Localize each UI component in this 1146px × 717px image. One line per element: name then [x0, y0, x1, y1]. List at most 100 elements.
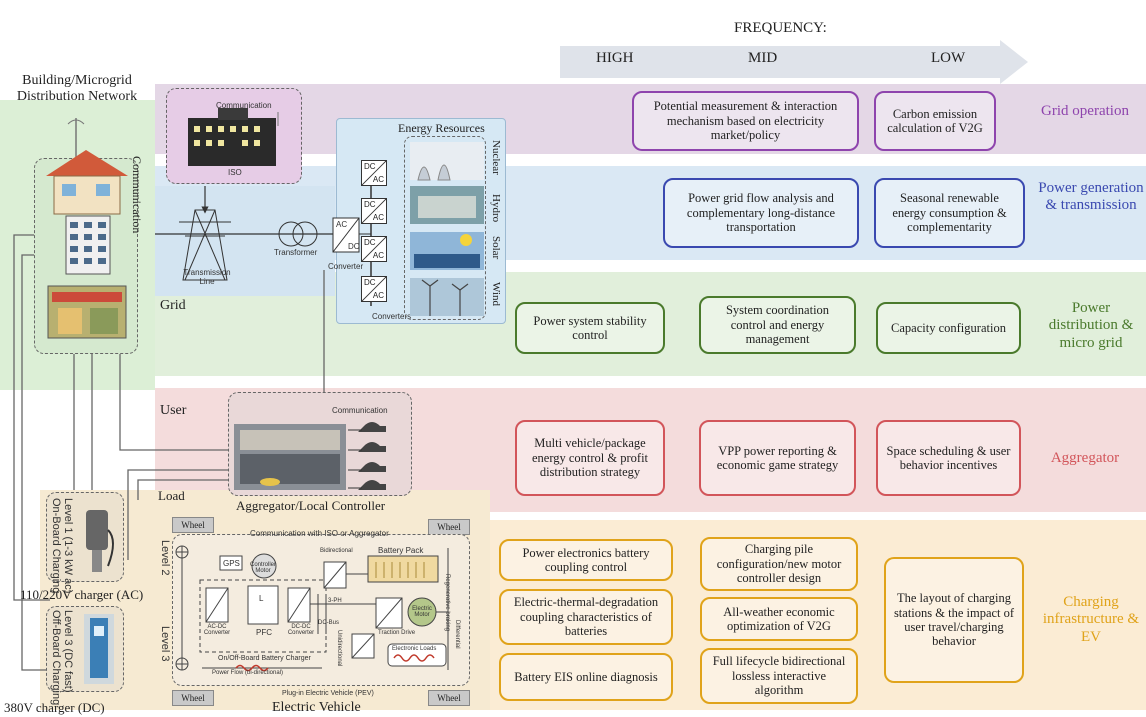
- band-grid-operation: [155, 84, 1146, 154]
- building-icons: [46, 118, 128, 339]
- electric-vehicle-label: Electric Vehicle: [272, 700, 361, 715]
- wheel-bottom-right: Wheel: [428, 690, 470, 706]
- electronic-loads-label: Electronic Loads: [392, 646, 437, 652]
- dc-bus-label: DC-Bus: [318, 620, 340, 626]
- label-solar: Solar: [490, 236, 502, 260]
- frequency-title: FREQUENCY:: [734, 20, 827, 36]
- label-load: Load: [158, 488, 185, 503]
- bidirectional-label: Bidirectional: [320, 548, 353, 554]
- box-ev-2: Electric-thermal-degradation coupling ch…: [499, 589, 673, 645]
- traction-drive-label: Traction Drive: [378, 630, 416, 636]
- ac-label: AC: [372, 251, 384, 260]
- label-charging: Charging infrastructure & EV: [1042, 594, 1140, 645]
- dc-ac-converter-4: DC AC: [361, 276, 387, 302]
- battery-pack-label: Battery Pack: [378, 546, 424, 555]
- dc-label: DC: [364, 238, 376, 247]
- on-off-board-charger-label: On/Off-Board Battery Charger: [218, 655, 311, 662]
- converter-ac: AC: [336, 220, 348, 229]
- ac-charger-icon: [86, 510, 114, 572]
- box-ev-3: Battery EIS online diagnosis: [499, 653, 673, 701]
- dc-ac-converter-2: DC AC: [361, 198, 387, 224]
- label-grid: Grid: [160, 298, 186, 313]
- box-ev-4: Charging pile configuration/new motor co…: [700, 537, 858, 591]
- diag-icon: [362, 277, 386, 301]
- box-agg-2: VPP power reporting & economic game stra…: [699, 420, 856, 496]
- on-board-charger-box: [46, 492, 124, 582]
- iso-building-icon: [188, 108, 279, 166]
- box-gen-1: Power grid flow analysis and complementa…: [663, 178, 859, 248]
- box-gen-2: Seasonal renewable energy consumption & …: [874, 178, 1025, 248]
- box-agg-1: Multi vehicle/package energy control & p…: [515, 420, 665, 496]
- dc-ac-converter-3: DC AC: [361, 236, 387, 262]
- label-distribution: Power distribution & micro grid: [1048, 300, 1134, 351]
- pfc-label: PFC: [256, 628, 272, 637]
- dc-dc-converter-label: DC-DC Converter: [287, 624, 315, 636]
- gps-label: GPS: [223, 559, 240, 568]
- label-hydro: Hydro: [490, 194, 502, 223]
- box-dist-2: System coordination control and energy m…: [699, 296, 856, 354]
- three-phase-label: 3-PH: [328, 598, 342, 604]
- box-ev-6: Full lifecycle bidirectional lossless in…: [700, 648, 858, 704]
- dc-label: DC: [364, 278, 376, 287]
- transformer-label: Transformer: [274, 248, 318, 257]
- aggregator-controller-label: Aggregator/Local Controller: [236, 498, 386, 513]
- electric-motor-label: Electric Motor: [412, 606, 432, 618]
- wheel-top-left: Wheel: [172, 517, 214, 533]
- energy-resources-label: Energy Resources: [398, 121, 485, 135]
- label-user: User: [160, 403, 187, 418]
- wheel-top-right: Wheel: [428, 519, 470, 535]
- box-ev-1: Power electronics battery coupling contr…: [499, 539, 673, 581]
- aggregator-communication: Communication: [332, 406, 388, 415]
- comm-iso-agg: Communication with ISO or Aggregator: [250, 529, 389, 538]
- unidirectional-label: Unidirectional: [336, 630, 342, 667]
- power-flow-label: Power Flow (bi-directional): [212, 670, 284, 676]
- ev-powertrain: [175, 545, 449, 672]
- communication-vertical: Communication: [130, 156, 144, 234]
- ac-label: AC: [372, 175, 384, 184]
- level3-side: Level 3: [159, 626, 171, 662]
- controller-motor-label: Controller Motor: [249, 562, 276, 574]
- ac-label: AC: [372, 291, 384, 300]
- resources-group: [404, 136, 486, 320]
- frequency-high: HIGH: [596, 50, 634, 66]
- box-ev-7: The layout of charging stations & the im…: [884, 557, 1024, 683]
- box-dist-1: Power system stability control: [515, 302, 665, 354]
- level3-label: Level 3 (DC fast): [62, 610, 74, 693]
- dc-label: DC: [364, 162, 376, 171]
- dc-charger-icon: [84, 614, 114, 684]
- label-aggregator: Aggregator: [1050, 450, 1120, 466]
- diag-icon: [362, 199, 386, 223]
- box-grid-op-1: Potential measurement & interaction mech…: [632, 91, 859, 151]
- on-board-label: On-Board Charging: [50, 498, 62, 594]
- ac-label: AC: [372, 213, 384, 222]
- label-generation: Power generation & transmission: [1038, 180, 1144, 214]
- frequency-arrow: [560, 40, 1028, 84]
- ac-dc-converter-label: AC-DC Converter: [203, 624, 231, 636]
- off-board-label: Off-Board Charging: [50, 610, 62, 706]
- charger-dc-label: 380V charger (DC): [4, 700, 105, 715]
- frequency-low: LOW: [931, 50, 966, 66]
- band-charging: [490, 520, 1146, 710]
- level2-side: Level 2: [159, 540, 171, 576]
- label-nuclear: Nuclear: [490, 140, 502, 175]
- diag-icon: [362, 237, 386, 261]
- aggregator-parking-icon: [234, 422, 386, 490]
- box-ev-5: All-weather economic optimization of V2G: [700, 597, 858, 641]
- dc-label: DC: [364, 200, 376, 209]
- frequency-mid: MID: [748, 50, 778, 66]
- building-title: Building/Microgrid Distribution Network: [16, 73, 138, 105]
- regenerative-label: Regenerative braking: [444, 574, 450, 632]
- label-grid-operation: Grid operation: [1041, 103, 1129, 119]
- box-dist-3: Capacity configuration: [876, 302, 1021, 354]
- iso-label: ISO: [228, 168, 242, 177]
- box-agg-3: Space scheduling & user behavior incenti…: [876, 420, 1021, 496]
- level1-label: Level 1 (1-3 kW ac): [62, 498, 74, 594]
- label-wind: Wind: [490, 282, 502, 306]
- transmission-zone: [155, 186, 335, 296]
- charger-ac-label: 110/220V charger (AC): [20, 587, 144, 602]
- dc-ac-converter-1: DC AC: [361, 160, 387, 186]
- connection-lines: [13, 234, 325, 671]
- differential-label: Differential: [454, 620, 460, 649]
- diag-icon: [362, 161, 386, 185]
- phev-label: Plug-in Electric Vehicle (PEV): [282, 690, 374, 697]
